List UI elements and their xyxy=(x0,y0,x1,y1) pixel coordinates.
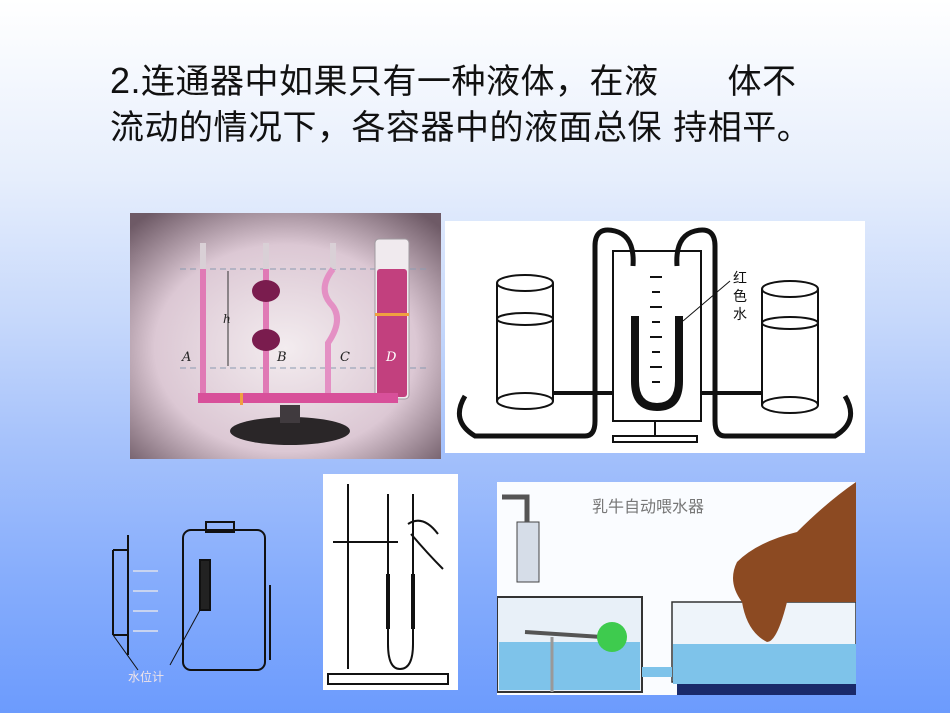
waterer-title: 乳牛自动喂水器 xyxy=(592,497,704,516)
text-line-1: 2.连通器中如果只有一种液体，在液 体不 xyxy=(110,58,870,105)
label-h: h xyxy=(223,312,231,326)
boiler-illustration: 水位计 xyxy=(112,521,271,684)
slide-body-text: 2.连通器中如果只有一种液体，在液 体不 流动的情况下，各容器中的液面总保 持相… xyxy=(110,58,870,151)
cow-waterer-illustration: 乳牛自动喂水器 xyxy=(497,482,856,695)
communicating-vessels-photo: A B C D h xyxy=(130,213,441,459)
u-tube-stand-diagram xyxy=(323,474,458,690)
u-tube-manometer-diagram: 红 色 水 xyxy=(445,221,865,453)
label-b: B xyxy=(276,350,287,365)
scale-ticks xyxy=(650,276,662,383)
label-a: A xyxy=(181,350,191,365)
cow-waterer-photo: 乳牛自动喂水器 xyxy=(497,482,856,695)
annotation-red-water: 红 色 水 xyxy=(733,271,751,323)
manometer-illustration: 红 色 水 xyxy=(456,227,854,443)
boiler-water-gauge-diagram: 水位计 xyxy=(98,510,308,685)
vessels-illustration: A B C D h xyxy=(130,213,441,459)
line1-text: 连通器中如果只有一种液体，在液 体不 xyxy=(141,62,797,102)
point-number: 2. xyxy=(110,60,142,101)
text-line-2: 流动的情况下，各容器中的液面总保 持相平。 xyxy=(110,108,812,148)
label-c: C xyxy=(340,350,350,365)
stand-illustration xyxy=(327,484,449,685)
water-gauge-caption: 水位计 xyxy=(128,669,164,684)
label-d: D xyxy=(385,350,397,365)
